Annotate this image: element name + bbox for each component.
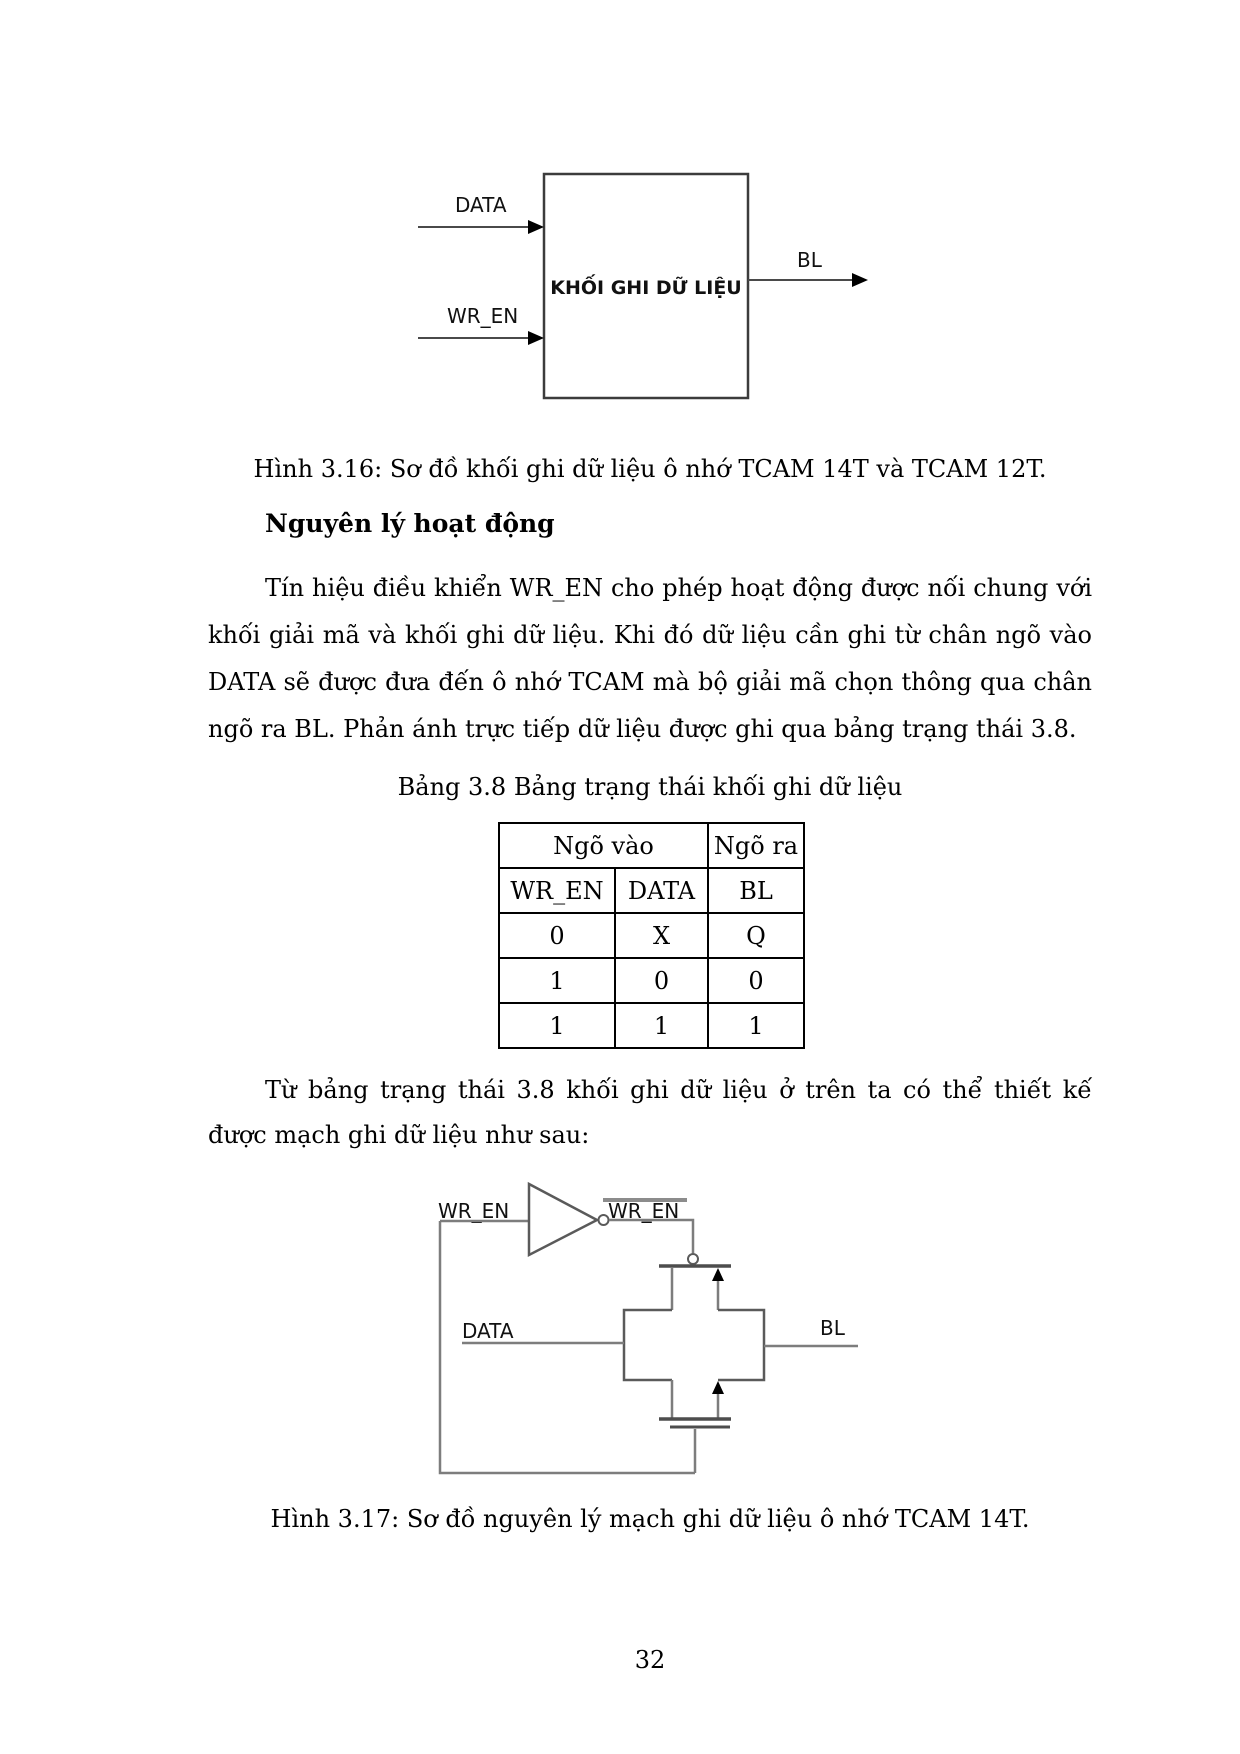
table-group-header-inputs: Ngõ vào	[498, 822, 709, 869]
table-cell: 0	[707, 957, 805, 1004]
page-number: 32	[634, 1646, 666, 1674]
table-cell: 1	[498, 957, 616, 1004]
inverter-output-wire	[609, 1218, 695, 1253]
table-3-8-caption: Bảng 3.8 Bảng trạng thái khối ghi dữ liệ…	[397, 773, 903, 801]
inverter-bubble-icon	[597, 1214, 610, 1226]
figure-3-16-caption: Hình 3.16: Sơ đồ khối ghi dữ liệu ô nhớ …	[253, 455, 1047, 483]
table-column-header-row: WR_EN DATA BL	[498, 867, 805, 914]
wr-en-arrowhead-icon	[528, 331, 544, 345]
table-header-wr-en: WR_EN	[498, 867, 616, 914]
table-group-header-row: Ngõ vào Ngõ ra	[498, 822, 805, 869]
data-input-label: DATA	[455, 193, 507, 217]
data-write-block-box	[542, 172, 750, 400]
data-label: DATA	[462, 1319, 514, 1343]
table-cell: 0	[498, 912, 616, 959]
table-group-header-outputs: Ngõ ra	[707, 822, 805, 869]
block-label: KHỐI GHI DỮ LIỆU	[550, 273, 741, 299]
figure-3-16-block-diagram: KHỐI GHI DỮ LIỆU DATA WR_EN BL	[418, 172, 868, 400]
table-row: 0 X Q	[498, 912, 805, 959]
table-header-data: DATA	[614, 867, 709, 914]
bl-arrowhead-icon	[852, 273, 868, 287]
nmos-arrow-icon	[712, 1381, 724, 1394]
transmission-gate-body	[622, 1308, 766, 1382]
table-cell: 0	[614, 957, 709, 1004]
table-row: 1 1 1	[498, 1002, 805, 1049]
table-cell: 1	[614, 1002, 709, 1049]
feedback-wire	[438, 1221, 695, 1475]
table-cell: 1	[707, 1002, 805, 1049]
inverter-triangle-icon	[527, 1181, 600, 1258]
table-cell: Q	[707, 912, 805, 959]
data-arrowhead-icon	[528, 220, 544, 234]
bl-label: BL	[820, 1316, 846, 1340]
wr-en-label: WR_EN	[438, 1199, 509, 1223]
section-heading: Nguyên lý hoạt động	[265, 509, 555, 538]
bl-output-label: BL	[797, 248, 823, 272]
table-cell: X	[614, 912, 709, 959]
figure-3-17-caption: Hình 3.17: Sơ đồ nguyên lý mạch ghi dữ l…	[270, 1505, 1030, 1533]
table-header-bl: BL	[707, 867, 805, 914]
table-cell: 1	[498, 1002, 616, 1049]
pmos-arrow-icon	[712, 1268, 724, 1281]
wr-en-input-label: WR_EN	[447, 304, 518, 328]
paragraph-design-intro: Từ bảng trạng thái 3.8 khối ghi dữ liệu …	[208, 1076, 1092, 1149]
paragraph-operating-principle: Tín hiệu điều khiển WR_EN cho phép hoạt …	[208, 574, 1092, 743]
truth-table: Ngõ vào Ngõ ra WR_EN DATA BL 0 X Q 1 0 0…	[498, 822, 805, 1049]
pmos-gate-bubble-icon	[687, 1253, 699, 1265]
table-row: 1 0 0	[498, 957, 805, 1004]
figure-3-17-circuit-diagram: WR_EN WR_EN DATA BL	[438, 1181, 858, 1475]
